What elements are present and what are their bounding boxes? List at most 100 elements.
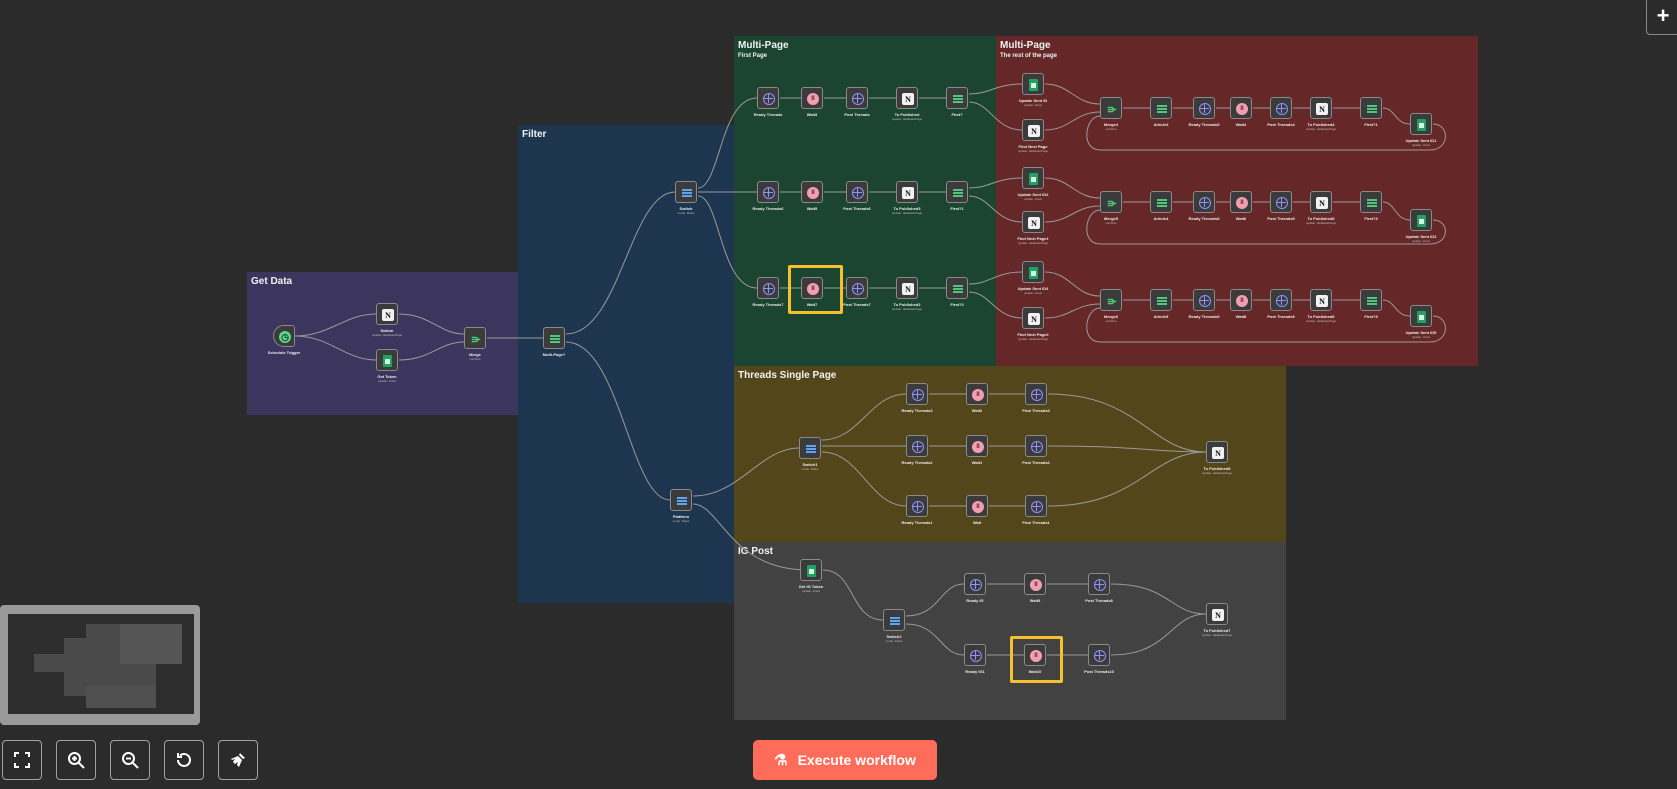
- notion-icon: [1316, 103, 1328, 115]
- node-first-r1[interactable]: First?1: [1360, 97, 1382, 127]
- node-post-threads2[interactable]: Post Threads2: [1022, 435, 1050, 465]
- node-post-threads3[interactable]: Post Threads3: [1022, 383, 1050, 413]
- node-first3[interactable]: First?3: [1360, 191, 1382, 221]
- node-article4[interactable]: Article4: [1150, 191, 1172, 221]
- node-ready-threads6[interactable]: Ready Threads6: [753, 181, 783, 211]
- clock-icon: [279, 331, 291, 343]
- node-wait7[interactable]: Wait7: [801, 277, 823, 307]
- minimap-viewport: [8, 614, 194, 714]
- node-label: First?5: [1364, 314, 1378, 319]
- globe-icon: [912, 441, 924, 453]
- node-post-threads5[interactable]: Post Threads5: [1267, 191, 1295, 221]
- add-node-button[interactable]: +: [1646, 0, 1677, 35]
- node-post-threads4[interactable]: Post Threads4: [1267, 97, 1295, 127]
- node-post-threads8[interactable]: Post Threads8: [1085, 573, 1113, 603]
- execute-workflow-button[interactable]: ⚗ Execute workflow: [753, 740, 937, 780]
- sheet-icon: [807, 565, 816, 577]
- node-get-token[interactable]: Get Token update: sheet: [376, 349, 398, 383]
- node-label: To Published7: [1203, 628, 1231, 633]
- node-sub: update: sheet: [801, 589, 821, 593]
- node-multi-page[interactable]: Multi-Page?: [543, 327, 565, 357]
- node-first[interactable]: First?: [946, 87, 968, 117]
- node-sub: update: databasePage: [1017, 337, 1049, 341]
- node-article3[interactable]: Article3: [1150, 97, 1172, 127]
- node-notion[interactable]: Notion update: databasePage: [372, 303, 402, 337]
- node-first1[interactable]: First?1: [946, 181, 968, 211]
- fit-view-button[interactable]: [2, 740, 42, 780]
- node-wait3[interactable]: Wait3: [801, 87, 823, 117]
- node-label: Ready Threads: [753, 112, 783, 117]
- node-wait1[interactable]: Wait1: [966, 435, 988, 465]
- node-ready-ig[interactable]: Ready IG: [964, 573, 986, 603]
- node-wait8[interactable]: Wait8: [1230, 289, 1252, 319]
- node-wait5[interactable]: Wait5: [801, 181, 823, 211]
- node-schedule-trigger[interactable]: Schedule Trigger: [268, 325, 300, 355]
- zoom-in-button[interactable]: [56, 740, 96, 780]
- node-article5[interactable]: Article5: [1150, 289, 1172, 319]
- node-wait2[interactable]: Wait2: [966, 383, 988, 413]
- node-post-threads10[interactable]: Post Threads10: [1084, 644, 1114, 674]
- tidy-up-button[interactable]: [218, 740, 258, 780]
- node-ready-threads7[interactable]: Ready Threads7: [753, 277, 783, 307]
- sticky-filter[interactable]: Filter: [518, 125, 734, 603]
- node-label: Wait9: [1029, 598, 1041, 603]
- node-ready-threads8[interactable]: Ready Threads8: [1189, 191, 1219, 221]
- node-ready-ig1[interactable]: Ready IG1: [964, 644, 986, 674]
- node-label: Wait3: [806, 112, 818, 117]
- node-wait10[interactable]: Wait10: [1024, 644, 1046, 674]
- node-ready-threads2[interactable]: Ready Threads2: [902, 435, 932, 465]
- node-label: Schedule Trigger: [267, 350, 301, 355]
- node-platform[interactable]: Platform mode: Rules: [670, 489, 692, 523]
- node-ready-threads3[interactable]: Ready Threads3: [902, 383, 932, 413]
- node-ready-threads1[interactable]: Ready Threads1: [902, 495, 932, 525]
- node-wait[interactable]: Wait: [966, 495, 988, 525]
- node-post-threads[interactable]: Post Threads: [844, 87, 870, 117]
- reset-zoom-button[interactable]: [164, 740, 204, 780]
- node-ready-threads[interactable]: Ready Threads: [754, 87, 782, 117]
- node-post-threads6[interactable]: Post Threads6: [843, 181, 871, 211]
- minimap[interactable]: [0, 605, 200, 725]
- node-label: To Published8: [1203, 466, 1231, 471]
- node-wait4[interactable]: Wait4: [1230, 97, 1252, 127]
- node-post-threads7[interactable]: Post Threads7: [843, 277, 871, 307]
- node-wait6[interactable]: Wait6: [1230, 191, 1252, 221]
- node-switch[interactable]: Switch mode: Rules: [675, 181, 697, 215]
- node-post-threads9[interactable]: Post Threads9: [1267, 289, 1295, 319]
- pause-icon: [1030, 579, 1042, 591]
- node-ready-threads9[interactable]: Ready Threads9: [1189, 289, 1219, 319]
- node-first5[interactable]: First?5: [1360, 289, 1382, 319]
- zoom-out-icon: [122, 752, 139, 769]
- node-wait9[interactable]: Wait9: [1024, 573, 1046, 603]
- node-label: Wait4: [1235, 122, 1247, 127]
- zoom-out-button[interactable]: [110, 740, 150, 780]
- globe-icon: [763, 187, 775, 199]
- node-post-threads1[interactable]: Post Threads1: [1022, 495, 1050, 525]
- node-ready-threads5[interactable]: Ready Threads5: [1189, 97, 1219, 127]
- node-first2[interactable]: First?2: [946, 277, 968, 307]
- node-merge[interactable]: Merge combine: [464, 327, 486, 361]
